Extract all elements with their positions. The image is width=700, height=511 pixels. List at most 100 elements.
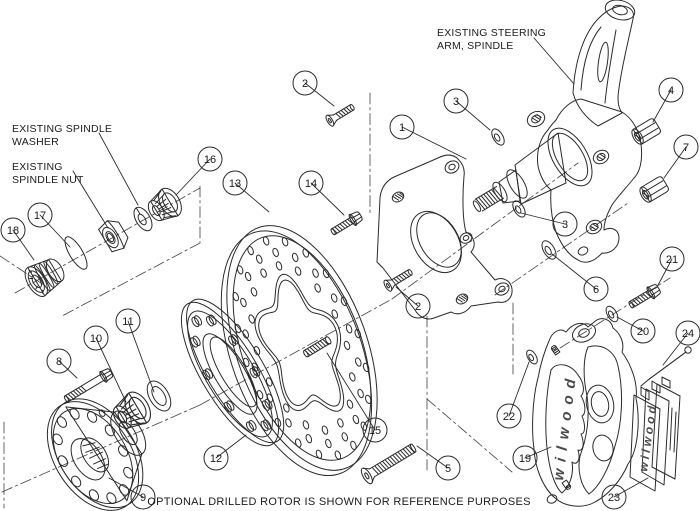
washer — [605, 305, 619, 323]
callout-circle — [583, 276, 609, 302]
bracket-plate — [376, 154, 513, 320]
caliper-bracket — [376, 154, 513, 320]
tapered-bearing — [147, 187, 182, 222]
leader-line — [310, 182, 345, 216]
rotor-face — [226, 225, 378, 471]
callout-circle — [673, 134, 699, 160]
bracket-slot-hole — [455, 293, 469, 305]
caliper-piston — [585, 384, 615, 424]
brake-caliper: wilwood — [532, 318, 639, 507]
callout-number: 6 — [593, 284, 599, 296]
callout-5: 5 — [416, 445, 461, 481]
tube-nuts — [631, 118, 669, 203]
leader-line — [12, 229, 35, 261]
caption: OPTIONAL DRILLED ROTOR IS SHOWN FOR REFE… — [147, 496, 531, 508]
leader-line — [455, 100, 491, 131]
callout-circle — [292, 70, 318, 96]
label-text: EXISTING STEERING — [437, 27, 546, 39]
callout-circle — [203, 445, 229, 471]
caliper-body — [532, 318, 639, 507]
washer — [526, 349, 538, 365]
callout-3: 3 — [443, 88, 491, 131]
leader-line — [234, 182, 270, 213]
leader-line — [95, 337, 127, 403]
allthread-bolt — [303, 336, 332, 358]
callout-number: 11 — [122, 316, 133, 328]
callout-circle — [675, 320, 700, 346]
callout-circle — [630, 318, 656, 344]
label-leader-line — [533, 37, 575, 85]
grease-seal — [146, 380, 172, 412]
caliper-brand-script: wilwood — [550, 377, 579, 481]
callout-number: 18 — [7, 225, 19, 237]
callout-circle — [601, 484, 627, 510]
small-parts-row — [24, 220, 172, 412]
leader-line — [215, 434, 247, 459]
steering-arm — [572, 5, 634, 127]
bracket-center-hole — [410, 211, 462, 273]
bleed-screw — [561, 479, 572, 490]
leader-line — [551, 253, 597, 290]
hex-bolt — [628, 284, 661, 309]
flat-bolt — [383, 269, 413, 292]
label-text: SPINDLE NUT — [12, 174, 84, 186]
callout-circle — [443, 88, 469, 114]
callout-number: 3 — [562, 219, 568, 231]
spindle-boss-lower — [585, 219, 603, 235]
callout-number: 17 — [34, 210, 46, 222]
callout-6: 6 — [551, 253, 609, 302]
pad-middle-plate — [641, 388, 670, 486]
spindle-nut — [98, 220, 129, 253]
callout-number: 23 — [608, 492, 620, 504]
washer — [512, 200, 526, 218]
label-text: EXISTING SPINDLE — [12, 123, 112, 135]
washers — [133, 128, 619, 365]
callout-23: 23 — [601, 477, 649, 510]
stub-axle-threads — [472, 185, 505, 212]
tube-nut — [631, 118, 661, 145]
pad-retainer-pin — [640, 346, 692, 387]
callout-8: 8 — [46, 348, 78, 379]
steering-arm-eye — [604, 0, 636, 21]
callout-10: 10 — [83, 325, 127, 403]
rotor-center-scallop — [254, 273, 345, 412]
pad-brand-script: wilwood — [636, 404, 659, 472]
steering-knuckle-spindle — [472, 0, 643, 263]
leader-line — [662, 332, 689, 366]
pad-backing-plate — [651, 383, 681, 480]
callout-circle — [115, 308, 141, 334]
label-text: EXISTING — [12, 161, 63, 173]
label-leader-line — [98, 132, 139, 206]
callout-number: 8 — [56, 356, 62, 368]
callout-4: 4 — [652, 77, 684, 123]
leader-line — [39, 214, 71, 248]
callout-2: 2 — [292, 70, 335, 107]
callout-12: 12 — [203, 434, 247, 471]
callout-circle — [435, 455, 461, 481]
flat-bolt — [360, 443, 417, 485]
washer — [541, 240, 557, 260]
stud-bolt — [63, 368, 114, 403]
callout-17: 17 — [27, 202, 71, 248]
callout-7: 7 — [663, 134, 699, 179]
callout-number: 19 — [519, 453, 531, 465]
callout-number: 24 — [682, 328, 694, 340]
leader-line — [127, 320, 155, 393]
callout-circle — [197, 146, 223, 172]
callout-circle — [405, 293, 431, 319]
callout-number: 2 — [302, 78, 308, 90]
leader-line — [326, 352, 376, 431]
rotor-adapter-flange — [180, 298, 285, 447]
spindle-boss-upper — [526, 110, 546, 128]
hub-center-bore — [70, 438, 106, 481]
caliper-logo-panel — [545, 364, 586, 494]
callout-circle — [552, 211, 578, 237]
callout-16: 16 — [175, 146, 223, 196]
callout-circle — [0, 217, 26, 243]
callout-number: 4 — [668, 85, 674, 97]
flat-bolt — [325, 104, 355, 127]
